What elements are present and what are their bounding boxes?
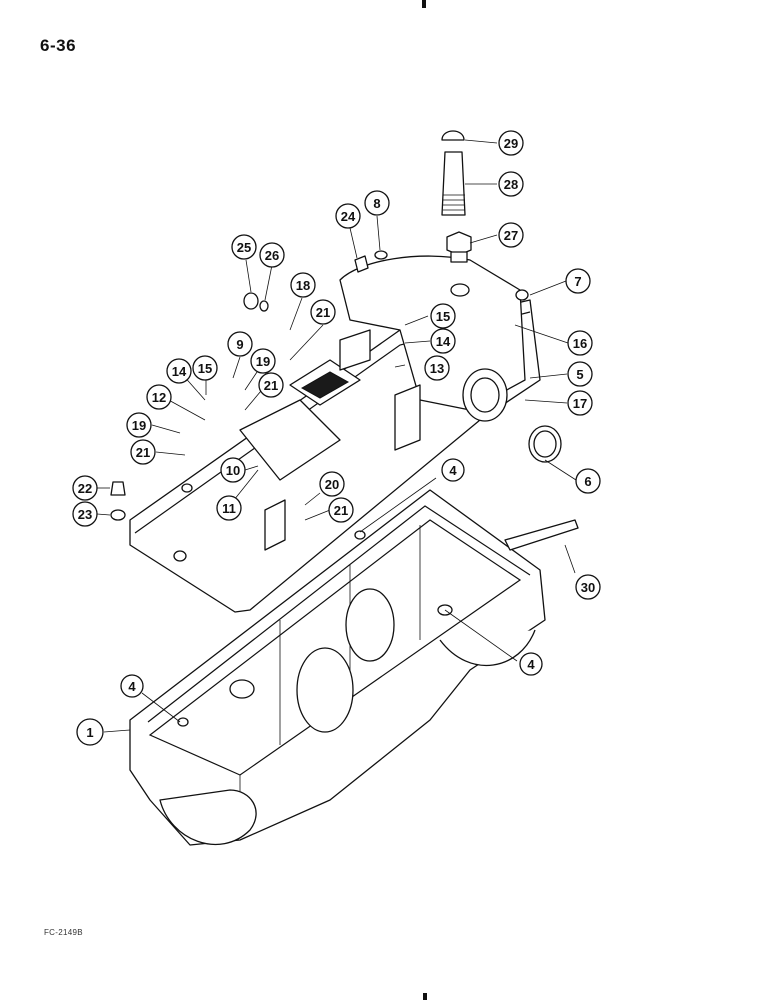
svg-text:4: 4 — [449, 463, 457, 478]
washer — [259, 300, 269, 312]
callout-19: 19 — [126, 412, 152, 438]
cap — [441, 130, 465, 141]
callout-14: 14 — [166, 358, 192, 384]
callout-4: 4 — [120, 674, 144, 698]
svg-text:24: 24 — [341, 209, 356, 224]
svg-text:21: 21 — [334, 503, 348, 518]
svg-text:23: 23 — [78, 507, 92, 522]
callout-18: 18 — [290, 272, 316, 298]
callout-1: 1 — [76, 718, 104, 746]
small-parts — [110, 130, 579, 551]
callout-20: 20 — [319, 471, 345, 497]
svg-text:15: 15 — [436, 309, 450, 324]
rear-axle-housing — [129, 489, 546, 846]
valve — [243, 292, 259, 310]
svg-text:4: 4 — [128, 679, 136, 694]
svg-text:25: 25 — [237, 240, 251, 255]
svg-text:17: 17 — [573, 396, 587, 411]
svg-text:14: 14 — [172, 364, 187, 379]
callout-9: 9 — [227, 331, 253, 357]
callout-27: 27 — [498, 222, 524, 248]
svg-text:18: 18 — [296, 278, 310, 293]
svg-text:16: 16 — [573, 336, 587, 351]
svg-text:21: 21 — [136, 445, 150, 460]
callout-21: 21 — [328, 497, 354, 523]
svg-text:13: 13 — [430, 361, 444, 376]
svg-text:20: 20 — [325, 477, 339, 492]
washer — [110, 509, 126, 521]
callout-4: 4 — [519, 652, 543, 676]
callout-7: 7 — [565, 268, 591, 294]
callout-30: 30 — [575, 574, 601, 600]
svg-text:30: 30 — [581, 580, 595, 595]
callout-16: 16 — [567, 330, 593, 356]
callout-10: 10 — [220, 457, 246, 483]
callout-22: 22 — [72, 475, 98, 501]
callout-21: 21 — [130, 439, 156, 465]
callout-23: 23 — [72, 501, 98, 527]
callout-17: 17 — [567, 390, 593, 416]
svg-text:19: 19 — [256, 354, 270, 369]
plug — [515, 289, 529, 301]
grub-screw — [354, 255, 369, 273]
svg-text:10: 10 — [226, 463, 240, 478]
svg-text:4: 4 — [527, 657, 535, 672]
dipstick-tube — [441, 151, 466, 216]
svg-text:19: 19 — [132, 418, 146, 433]
svg-text:15: 15 — [198, 361, 212, 376]
svg-text:22: 22 — [78, 481, 92, 496]
callout-8: 8 — [364, 190, 390, 216]
callout-6: 6 — [575, 468, 601, 494]
callout-13: 13 — [424, 355, 450, 381]
svg-text:21: 21 — [264, 378, 278, 393]
callout-19: 19 — [250, 348, 276, 374]
svg-text:12: 12 — [152, 390, 166, 405]
plug — [374, 250, 388, 260]
svg-text:9: 9 — [236, 337, 243, 352]
page-edge-mark — [422, 0, 426, 8]
svg-text:8: 8 — [373, 196, 380, 211]
svg-text:11: 11 — [222, 501, 236, 516]
figure-code: FC-2149B — [44, 928, 83, 937]
filler-plug — [446, 231, 472, 256]
svg-text:27: 27 — [504, 228, 518, 243]
callout-14: 14 — [430, 328, 456, 354]
svg-text:5: 5 — [576, 367, 583, 382]
callout-25: 25 — [231, 234, 257, 260]
svg-text:7: 7 — [574, 274, 581, 289]
svg-text:6: 6 — [584, 474, 591, 489]
page-edge-mark — [423, 993, 427, 1000]
callout-4: 4 — [441, 458, 465, 482]
callout-21: 21 — [258, 372, 284, 398]
callout-5: 5 — [567, 361, 593, 387]
svg-text:26: 26 — [265, 248, 279, 263]
callout-26: 26 — [259, 242, 285, 268]
svg-text:21: 21 — [316, 305, 330, 320]
callout-15: 15 — [430, 303, 456, 329]
callout-24: 24 — [335, 203, 361, 229]
callout-28: 28 — [498, 171, 524, 197]
svg-text:1: 1 — [86, 725, 93, 740]
callout-11: 11 — [216, 495, 242, 521]
callout-29: 29 — [498, 130, 524, 156]
svg-text:28: 28 — [504, 177, 518, 192]
callout-15: 15 — [192, 355, 218, 381]
page-number: 6-36 — [40, 36, 77, 55]
callout-12: 12 — [146, 384, 172, 410]
dipstick — [504, 519, 579, 551]
svg-text:14: 14 — [436, 334, 451, 349]
callout-21: 21 — [310, 299, 336, 325]
svg-text:29: 29 — [504, 136, 518, 151]
plug — [110, 481, 126, 496]
